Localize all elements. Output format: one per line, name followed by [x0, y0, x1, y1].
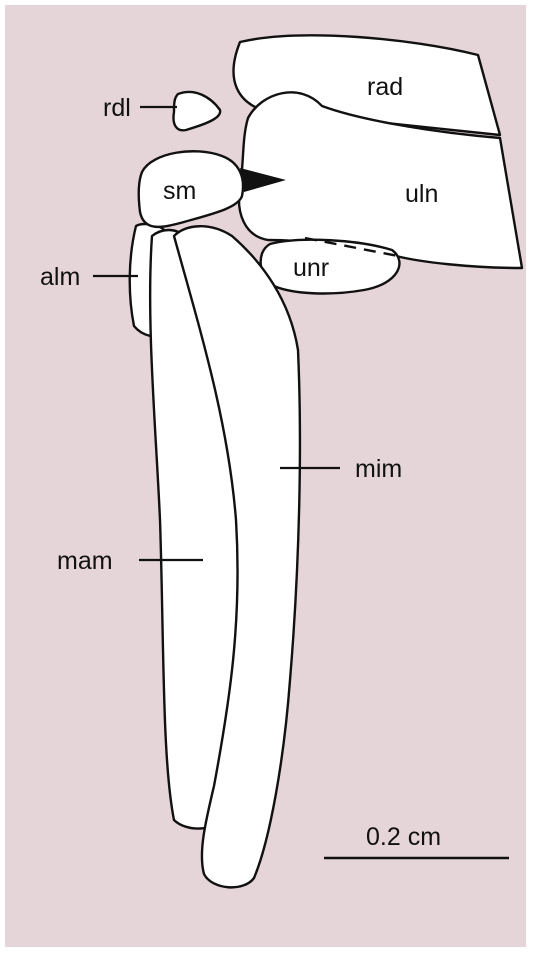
label-rad: rad [367, 73, 403, 101]
label-sm: sm [163, 177, 196, 205]
label-mam: mam [57, 547, 113, 575]
label-unr: unr [293, 254, 329, 282]
label-mim: mim [355, 455, 402, 483]
label-alm: alm [40, 263, 80, 291]
label-rdl: rdl [103, 94, 131, 122]
label-uln: uln [405, 180, 438, 208]
ulnare-bone [261, 240, 400, 294]
scale-bar-label: 0.2 cm [366, 823, 441, 851]
